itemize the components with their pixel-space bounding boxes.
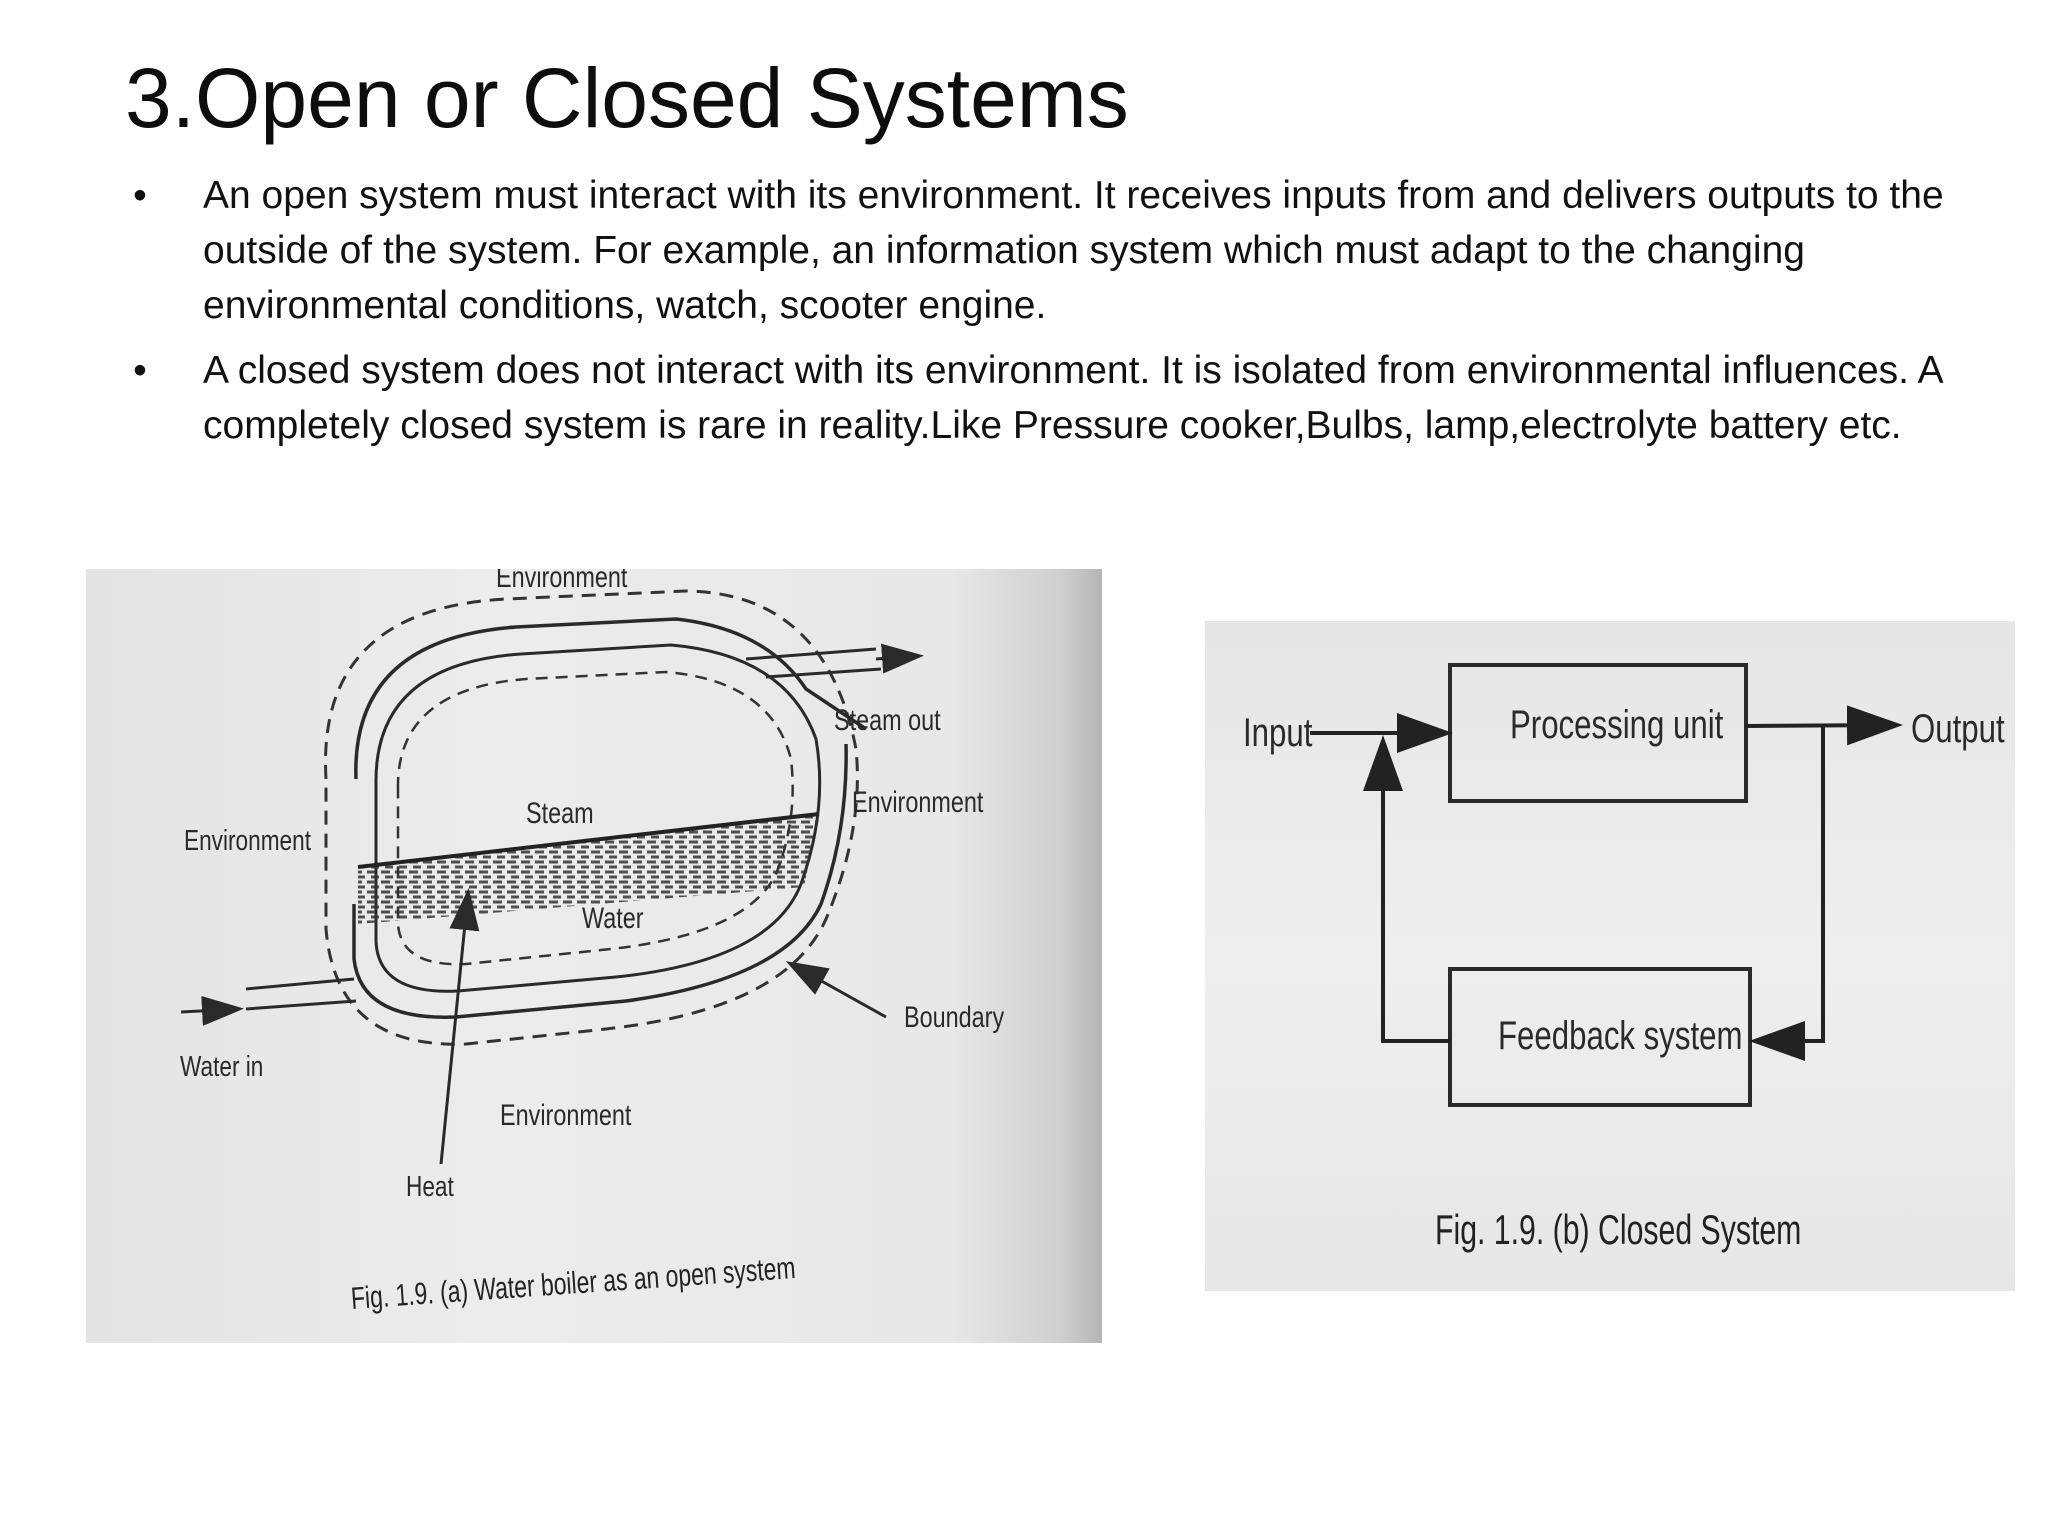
label-steam-out: Steam out xyxy=(834,704,941,737)
output-arrow xyxy=(1745,705,1903,746)
bullet-open-system: • An open system must interact with its … xyxy=(125,168,1965,333)
label-heat: Heat xyxy=(406,1171,454,1203)
water-in-pipe-top xyxy=(245,977,355,991)
bullet-closed-system: • A closed system does not interact with… xyxy=(125,343,1965,453)
figure-closed-system: Input Processing unit Output Feedback sy… xyxy=(1205,621,2015,1291)
label-environment-bottom: Environment xyxy=(500,1099,632,1132)
boiler-diagram xyxy=(180,589,924,1165)
label-environment-right: Environment xyxy=(852,786,984,819)
vessel-inner-wall xyxy=(374,643,822,993)
feedback-return-line xyxy=(1363,735,1450,1043)
slide-title: 3.Open or Closed Systems xyxy=(125,51,1129,145)
label-boundary: Boundary xyxy=(904,1001,1005,1034)
label-environment-left: Environment xyxy=(184,825,311,857)
steam-out-arrow xyxy=(875,643,924,674)
water-surface-line xyxy=(357,812,820,869)
label-feedback-system: Feedback system xyxy=(1498,1014,1743,1058)
water-in-arrow xyxy=(180,995,244,1026)
bullet-text: A closed system does not interact with i… xyxy=(203,349,1942,447)
steam-pipe-bottom xyxy=(765,667,882,679)
water-in-pipe-bottom xyxy=(245,999,357,1011)
bullet-list: • An open system must interact with its … xyxy=(125,168,1965,463)
bullet-text: An open system must interact with its en… xyxy=(203,174,1944,327)
label-steam: Steam xyxy=(526,797,594,830)
figure-open-system: Environment Steam out Environment Steam … xyxy=(86,569,1102,1343)
label-output: Output xyxy=(1911,707,2005,751)
inner-boundary-dashed xyxy=(396,670,794,966)
steam-pipe-top xyxy=(745,647,877,661)
label-environment-top: Environment xyxy=(496,569,628,594)
heat-pointer xyxy=(439,888,480,1165)
boundary-pointer xyxy=(785,961,887,1019)
label-input: Input xyxy=(1243,711,1313,755)
figure-b-caption: Fig. 1.9. (b) Closed System xyxy=(1435,1206,1802,1253)
feedback-out-line xyxy=(1749,726,1825,1061)
outer-boundary-dashed xyxy=(324,589,859,1046)
label-processing-unit: Processing unit xyxy=(1510,703,1724,747)
closed-system-diagram xyxy=(1310,663,1903,1107)
bullet-marker: • xyxy=(133,349,147,392)
bullet-marker: • xyxy=(133,174,147,217)
label-water: Water xyxy=(582,902,644,935)
label-water-in: Water in xyxy=(180,1051,264,1083)
